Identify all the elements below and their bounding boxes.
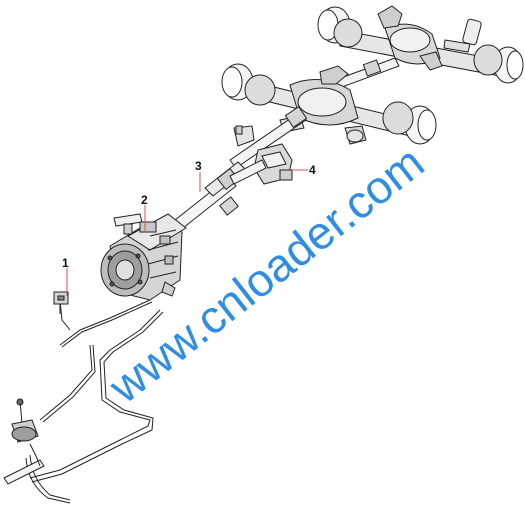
callout-3: 3 [195, 159, 202, 173]
rear-axle [317, 5, 524, 84]
callout-4: 4 [309, 163, 316, 177]
center-support-bearing [229, 143, 293, 185]
shift-lever [11, 398, 41, 467]
cable-bracket [53, 291, 69, 314]
shift-cables [3, 299, 164, 504]
callout-1: 1 [62, 256, 69, 270]
callout-2: 2 [141, 193, 148, 207]
propeller-shaft-bracket [233, 125, 255, 147]
callout-leaders [66, 169, 308, 296]
transmission [100, 213, 187, 301]
middle-axle [221, 63, 437, 145]
inter-axle-shaft [329, 57, 400, 91]
